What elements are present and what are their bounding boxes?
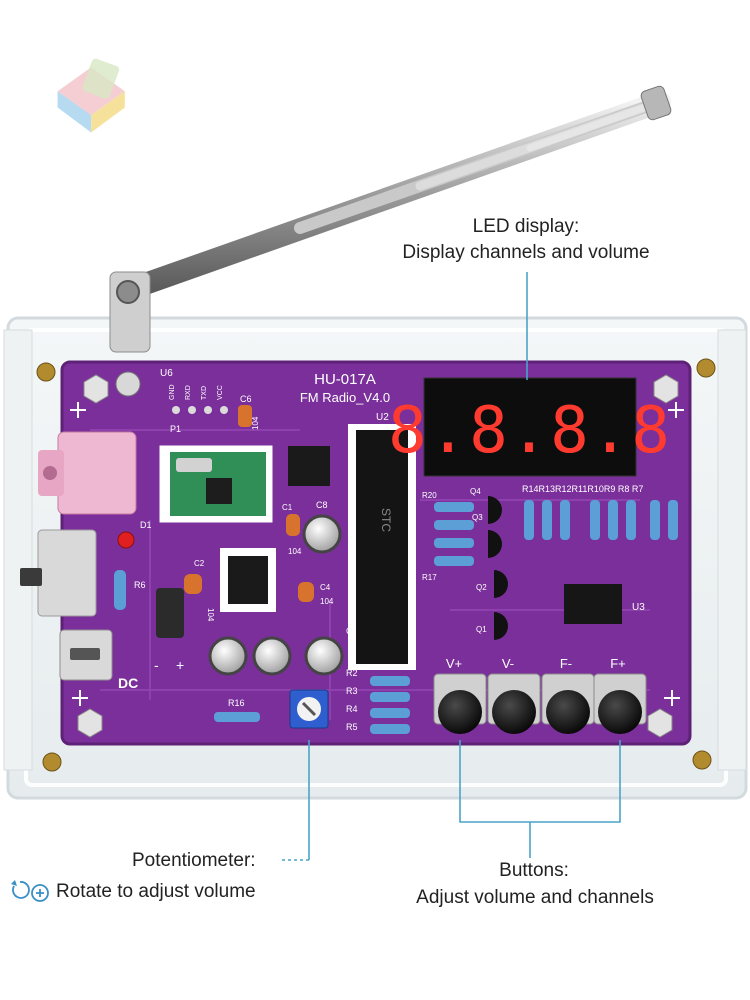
c6-label: C6 [240, 394, 252, 404]
buttons-callout-desc: Adjust volume and channels [416, 887, 654, 908]
brand-logo-icon [57, 58, 125, 133]
d1-label: D1 [140, 520, 152, 530]
dc-minus-label: - [154, 657, 159, 673]
r20-label: R20 [422, 491, 437, 500]
r2-label: R2 [346, 668, 358, 678]
pin-gnd-label: GND [169, 384, 176, 400]
electrolytic-capacitors: C8 C9 [208, 500, 358, 676]
led-display-digits: 8.8.8.8 [388, 394, 672, 468]
dc-label: DC [118, 675, 138, 691]
button-fplus-label: F+ [610, 656, 626, 671]
led-display-callout-title: LED display: [472, 216, 580, 237]
fm-module [159, 445, 273, 523]
button-vminus-label: V- [502, 656, 514, 671]
q3-label: Q3 [472, 513, 483, 522]
resistor-array [214, 500, 678, 734]
potentiometer [289, 689, 329, 729]
c104c-label: 104 [320, 597, 334, 606]
led-display-callout-desc: Display channels and volume [402, 242, 650, 263]
q1-label: Q1 [476, 625, 487, 634]
q4-label: Q4 [470, 487, 481, 496]
c8-label: C8 [316, 500, 328, 510]
u2-label: U2 [376, 412, 389, 423]
mcu-chip: STC [348, 424, 416, 670]
buttons-callout-title: Buttons: [499, 860, 569, 881]
c104a-label: 104 [206, 608, 215, 622]
u3-label: U3 [632, 602, 645, 613]
dc-plus-label: + [176, 657, 184, 673]
pin-vcc-label: VCC [217, 385, 224, 400]
dc-jack: - + DC [59, 629, 184, 691]
q2-label: Q2 [476, 583, 487, 592]
c6-value: 104 [251, 416, 260, 430]
c1-label: C1 [282, 503, 293, 512]
case-plus-marks [70, 402, 684, 706]
rotate-icons [11, 880, 49, 902]
potentiometer-callout-title: Potentiometer: [132, 850, 256, 871]
resistor-row-label: R14R13R12R11R10R9 R8 R7 [522, 484, 643, 494]
mounting-screws [36, 358, 716, 772]
board-name-label: FM Radio_V4.0 [300, 390, 390, 405]
button-vplus-label: V+ [446, 656, 462, 671]
r3-label: R3 [346, 686, 358, 696]
r6-label: R6 [134, 580, 146, 590]
audio-jack [38, 431, 137, 515]
transistors: Q4 Q3 Q2 Q1 [470, 487, 508, 640]
r4-label: R4 [346, 704, 358, 714]
u6-label: U6 [160, 368, 173, 379]
potentiometer-callout-desc: Rotate to adjust volume [56, 881, 256, 902]
board-model-label: HU-017A [314, 371, 376, 388]
control-buttons: V+ V- F- F+ [433, 656, 647, 734]
op-amp-chip [220, 548, 276, 612]
r5-label: R5 [346, 722, 358, 732]
callout-lines [282, 272, 621, 861]
c104b-label: 104 [288, 547, 302, 556]
mcu-label: STC [379, 508, 393, 532]
telescopic-antenna [109, 85, 672, 353]
c2-label: C2 [194, 559, 205, 568]
r16-label: R16 [228, 698, 245, 708]
button-fminus-label: F- [560, 656, 572, 671]
c4-label: C4 [320, 583, 331, 592]
pin-txd-label: TXD [201, 386, 208, 400]
pin-header: GND RXD TXD VCC P1 [169, 384, 228, 434]
pin-rxd-label: RXD [185, 385, 192, 400]
p1-label: P1 [170, 424, 181, 434]
r17-label: R17 [422, 573, 437, 582]
power-switch [20, 529, 97, 617]
led-display: 8.8.8.8 [388, 377, 672, 477]
